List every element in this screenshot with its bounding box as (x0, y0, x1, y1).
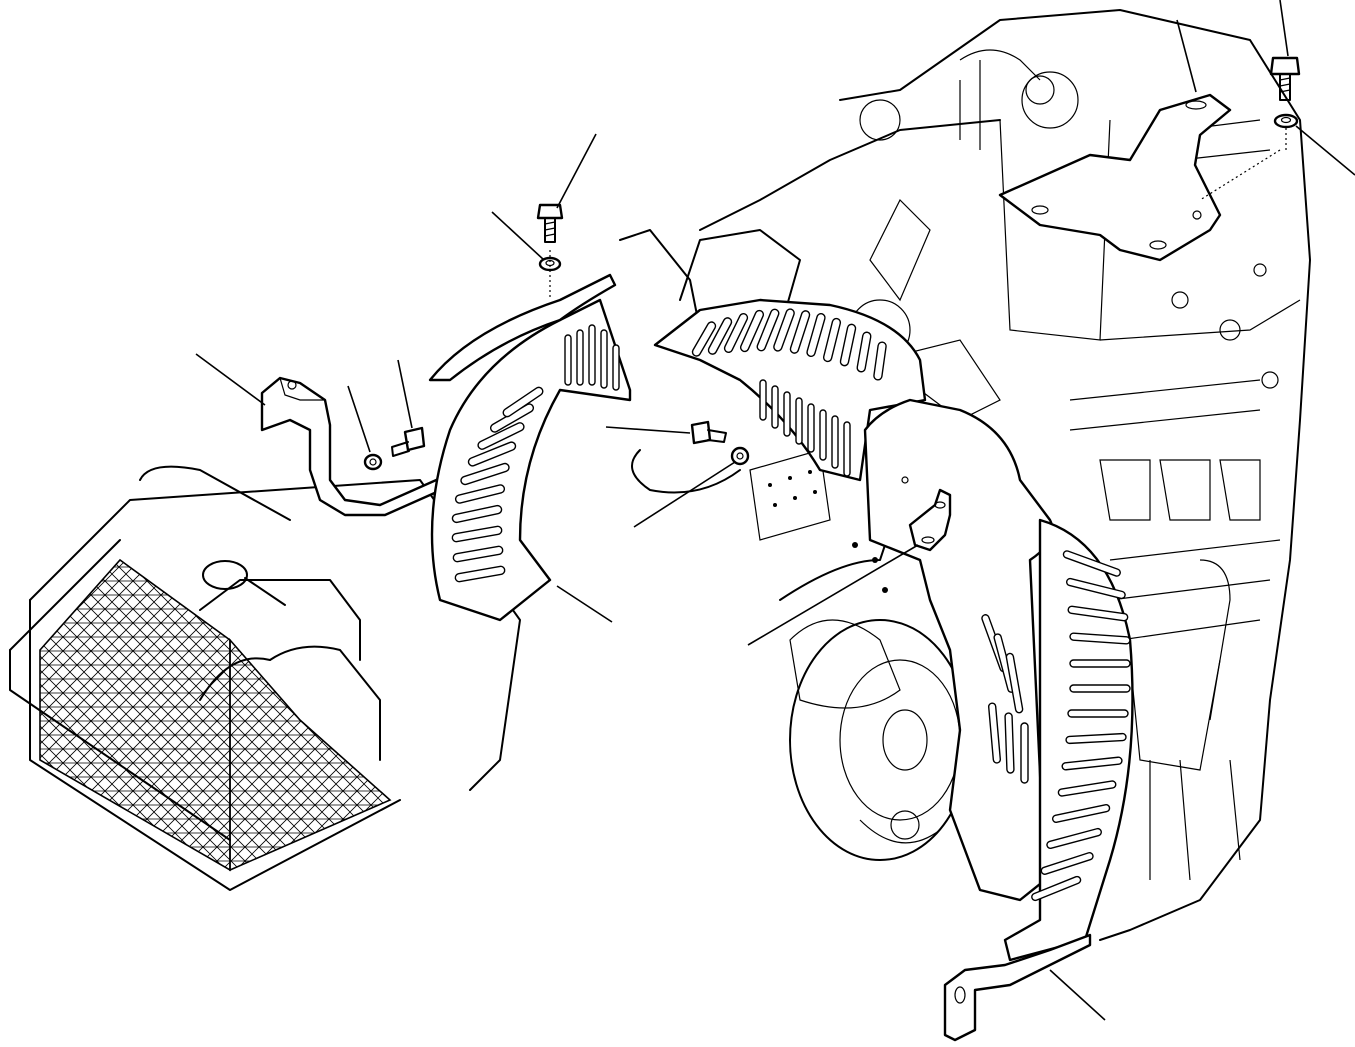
engine-block (619, 9, 1311, 941)
leader-line (1049, 969, 1106, 1021)
upper-mounting-bracket (998, 93, 1232, 262)
leader-line (556, 585, 613, 623)
leader-line (633, 461, 736, 528)
right-fan-guard (863, 398, 1134, 1042)
left-guard-side-slots (564, 324, 620, 391)
washer (1273, 113, 1299, 129)
leader-line (747, 544, 919, 646)
leader-line (1295, 125, 1355, 176)
radiator-grille (9, 465, 521, 891)
left-guard-slots (451, 386, 544, 583)
washer (363, 453, 383, 471)
right-guard-panel-slots (981, 614, 1029, 784)
leader-line (195, 353, 266, 406)
right-fan-guard-top (653, 298, 927, 482)
leader-line (491, 211, 545, 261)
leader-line (1279, 0, 1289, 57)
leader-line (556, 133, 597, 209)
bolt (690, 420, 727, 445)
bolt (1269, 56, 1301, 101)
right-guard-top-slots (691, 308, 887, 381)
bolt (391, 426, 426, 457)
left-fan-guard (428, 273, 632, 622)
right-guard-curved-slots (1031, 550, 1131, 902)
leader-line (605, 426, 691, 434)
leader-line (347, 385, 371, 453)
right-guard-inner-slots (759, 379, 851, 477)
leader-lines (195, 0, 1355, 1021)
leader-line (397, 359, 413, 429)
washer (730, 446, 750, 466)
leader-line (1176, 19, 1197, 93)
bolt (536, 203, 564, 243)
